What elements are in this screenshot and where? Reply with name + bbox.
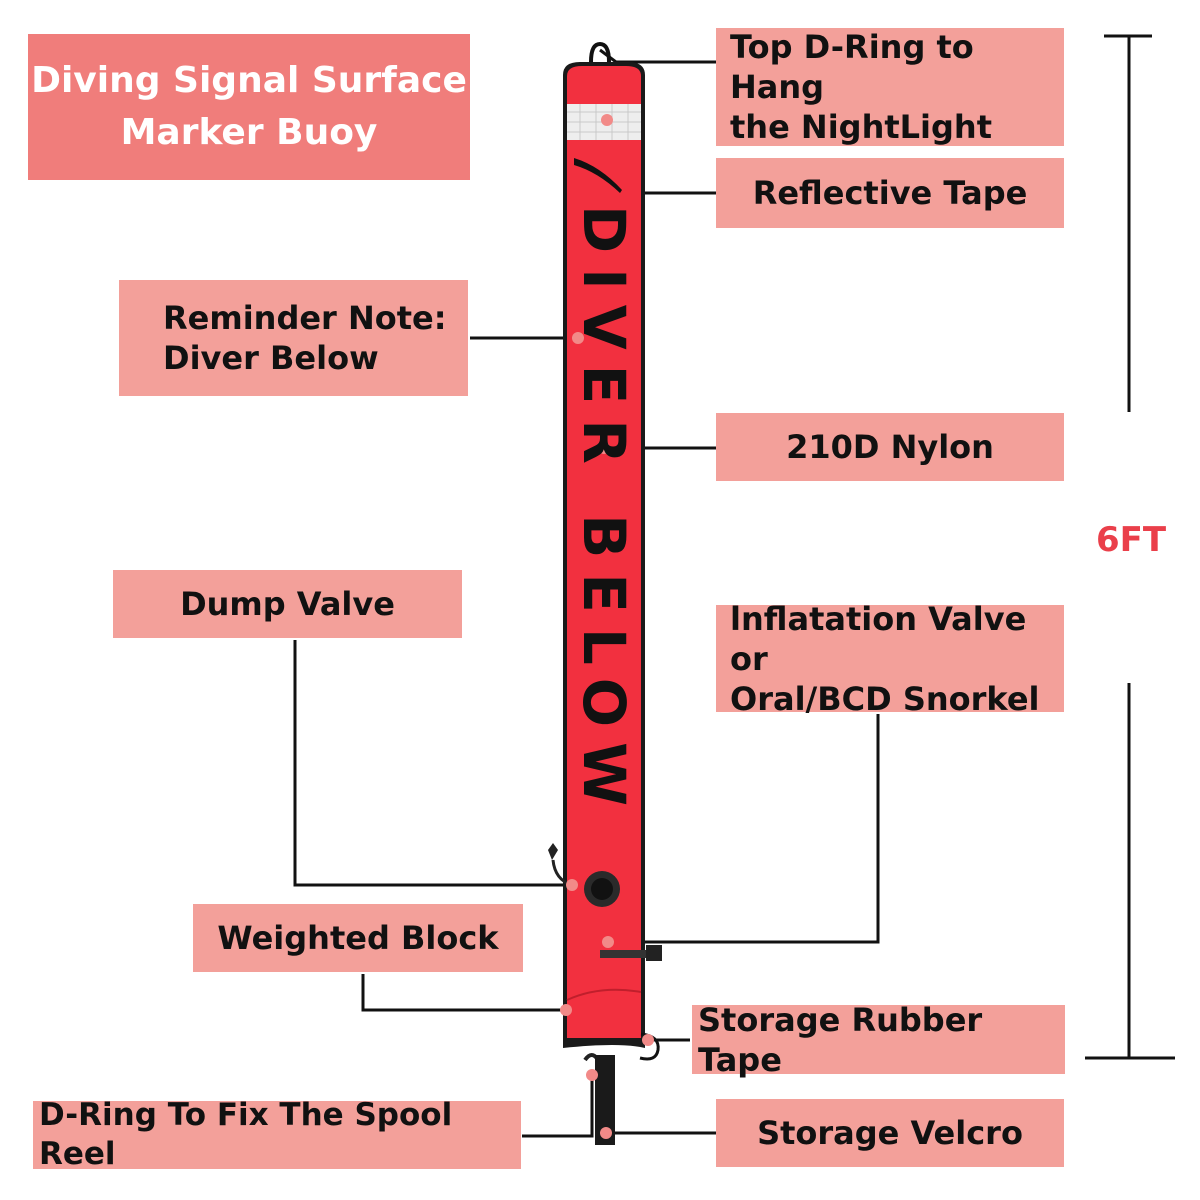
label-reflective-tape-text: Reflective Tape — [752, 174, 1028, 212]
leader-weighted-block — [361, 974, 566, 1012]
label-storage-rubber-tape: Storage Rubber Tape — [692, 1001, 1065, 1079]
callout-dots — [560, 114, 654, 1139]
label-weighted-block: Weighted Block — [193, 904, 523, 972]
inflation-valve-icon — [600, 945, 662, 961]
top-d-ring-icon — [589, 41, 611, 63]
label-d-ring-spool-text: D-Ring To Fix The Spool Reel — [39, 1097, 453, 1172]
bottom-strap-icon — [583, 1053, 615, 1145]
buoy-body — [563, 62, 645, 1048]
height-label: 6FT — [1096, 520, 1167, 560]
leader-d-ring-spool — [522, 1075, 594, 1138]
label-dump-valve: Dump Valve — [113, 570, 462, 638]
height-dimension — [1085, 34, 1175, 1060]
label-nylon: 210D Nylon — [716, 413, 1064, 481]
label-top-d-ring-text: Top D-Ring to Hang the NightLight — [730, 28, 992, 146]
label-inflation-valve: lnflatation Valve or Oral/BCD Snorkel — [716, 600, 1064, 718]
label-reflective-tape: Reflective Tape — [716, 158, 1064, 228]
leader-inflation-valve — [608, 714, 880, 944]
title-banner: Diving Signal Surface Marker Buoy — [28, 34, 470, 180]
label-reminder-note-text: Reminder Note: Diver Below — [163, 299, 447, 377]
dump-valve-icon — [548, 843, 620, 907]
label-top-d-ring: Top D-Ring to Hang the NightLight — [716, 28, 1064, 146]
label-nylon-text: 210D Nylon — [786, 428, 994, 466]
label-weighted-block-text: Weighted Block — [217, 919, 499, 957]
label-storage-velcro: Storage Velcro — [716, 1099, 1064, 1167]
title-line-2: Marker Buoy — [120, 112, 378, 153]
label-dump-valve-text: Dump Valve — [180, 585, 395, 623]
leader-top-d-ring — [599, 48, 716, 64]
label-inflation-valve-text: lnflatation Valve or Oral/BCD Snorkel — [730, 599, 1040, 718]
label-storage-rubber-tape-text: Storage Rubber Tape — [698, 1000, 983, 1079]
label-d-ring-spool: D-Ring To Fix The Spool Reel — [33, 1097, 521, 1172]
title-line-1: Diving Signal Surface — [31, 59, 467, 101]
label-reminder-note: Reminder Note: Diver Below — [119, 280, 468, 396]
brand-logo-icon — [574, 158, 622, 193]
label-storage-velcro-text: Storage Velcro — [757, 1114, 1023, 1152]
leader-dump-valve — [293, 640, 572, 887]
